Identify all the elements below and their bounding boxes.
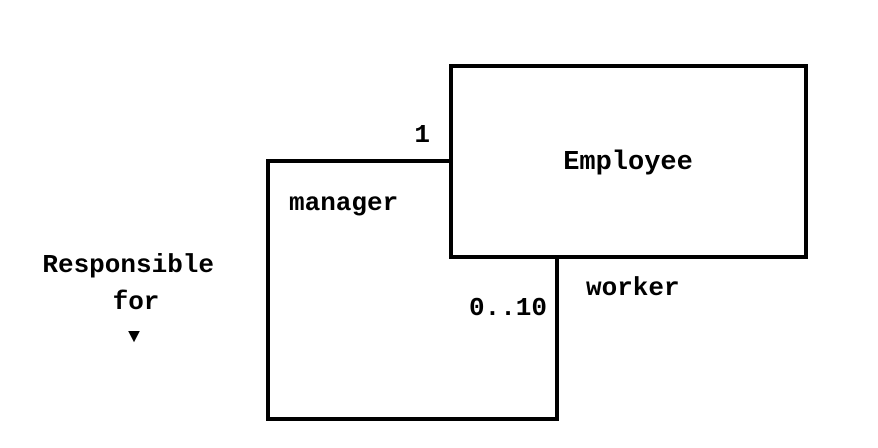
role-name-worker: worker — [586, 273, 680, 303]
association-name-line-2: for — [113, 287, 160, 317]
role-name-manager: manager — [289, 188, 398, 218]
direction-arrow-icon: ▼ — [128, 326, 140, 349]
association-name: Responsible for — [42, 250, 229, 317]
multiplicity-manager: 1 — [414, 120, 430, 150]
multiplicity-worker: 0..10 — [469, 293, 547, 323]
employee-class-box[interactable] — [449, 64, 808, 259]
class-name-employee: Employee — [563, 148, 693, 178]
association-name-line-1: Responsible — [42, 250, 214, 280]
self-association-line — [266, 159, 559, 421]
